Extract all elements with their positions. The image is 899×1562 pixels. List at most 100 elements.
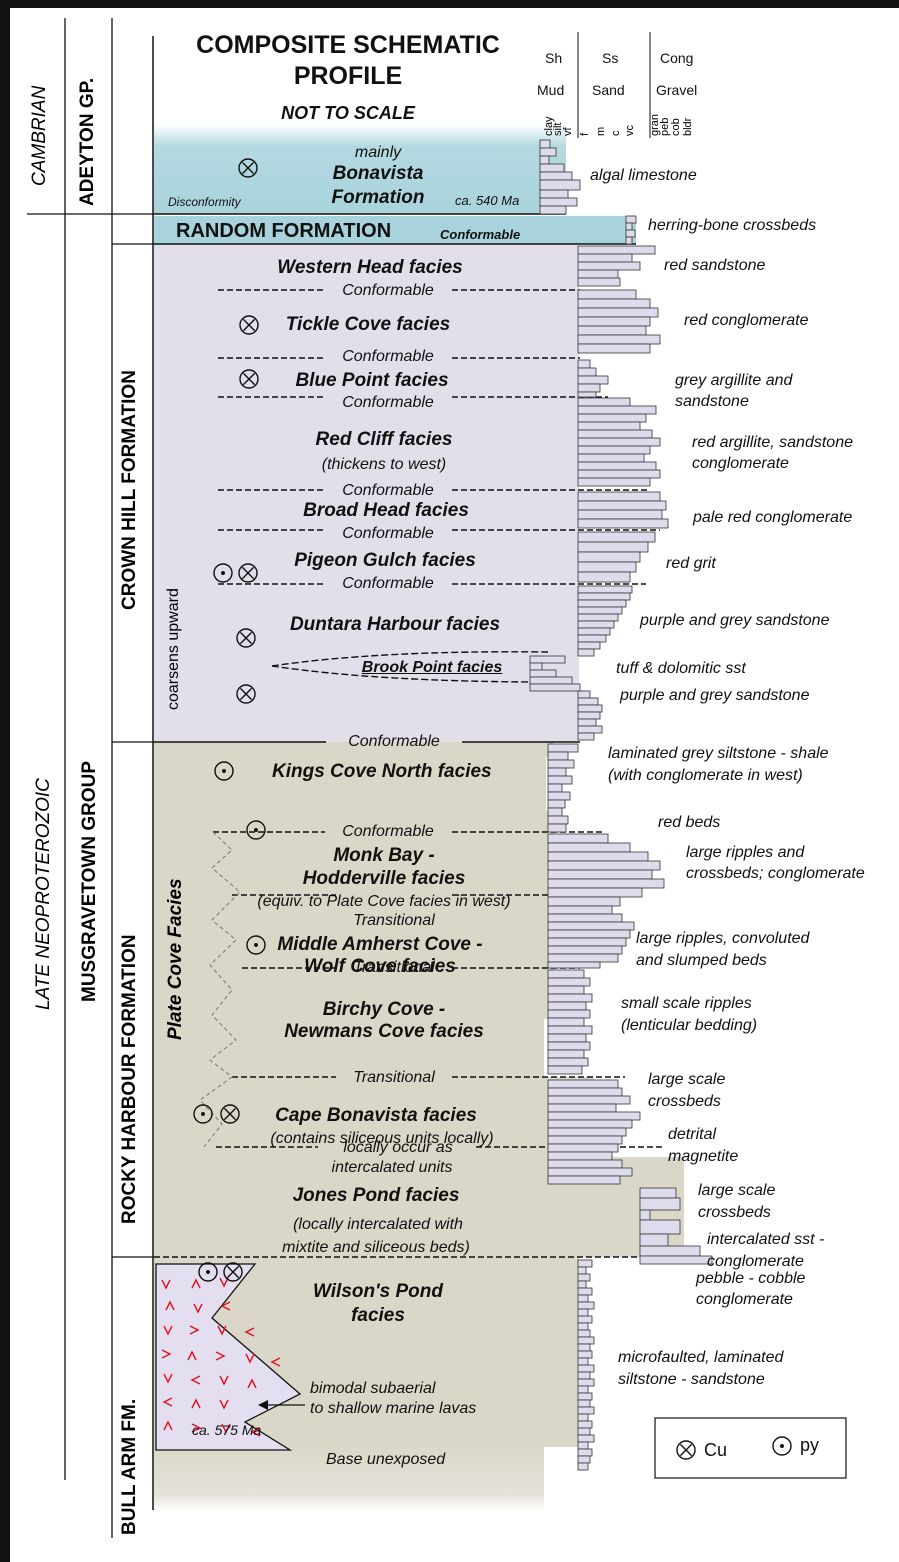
lithology-bed [577, 1357, 589, 1366]
lithology-bed [577, 518, 669, 529]
lithology-bed [625, 236, 633, 245]
bull-arm-age: ca. 575 Ma [192, 1422, 262, 1438]
note-lam-1: laminated grey siltstone - shale [608, 745, 829, 762]
lithology-bed [577, 1378, 595, 1387]
rocky-harbour-label: ROCKY HARBOUR FORMATION [119, 934, 140, 1224]
rocky-harbour-fill-4 [154, 1019, 544, 1077]
lithology-bed [625, 215, 637, 224]
lithology-bed [547, 1041, 591, 1051]
lithology-bed [577, 307, 659, 318]
lithology-bed [539, 171, 573, 181]
lithology-bed [577, 1308, 589, 1317]
bonavista-fill [154, 124, 566, 214]
tick-cob: cob [670, 118, 682, 136]
lithology-bed [577, 343, 651, 354]
lithology-bed [577, 491, 661, 502]
pyrite-symbol-icon [214, 761, 234, 781]
lithology-bed [577, 1350, 593, 1359]
crown-hill-label: CROWN HILL FORMATION [119, 370, 140, 610]
note-pale-red: pale red conglomerate [693, 509, 853, 526]
lithology-bed [577, 541, 649, 553]
lithology-bed [577, 421, 641, 431]
note-detrital-1: detrital [668, 1126, 717, 1143]
lithology-bed [547, 815, 569, 825]
lithology-bed [577, 599, 627, 608]
lithology-bed [577, 245, 656, 255]
lithology-bed [577, 606, 623, 615]
note-grey-arg-1: grey argillite and [675, 372, 793, 389]
cong-label: Cong [660, 50, 694, 66]
lithology-bed [547, 1119, 633, 1129]
lithology-bed [577, 445, 651, 455]
duntara-harbour: Duntara Harbour facies [289, 614, 501, 635]
lithology-bed [577, 571, 631, 583]
random-formation: RANDOM FORMATION [176, 220, 392, 242]
lithology-bed [577, 1406, 595, 1415]
lithology-bed [639, 1255, 713, 1265]
lithology-bed [577, 413, 647, 423]
note-red-grit: red grit [666, 555, 716, 572]
lithology-bed [547, 743, 579, 753]
kings-cove-north: Kings Cove North facies [272, 761, 492, 782]
lithology-bed [529, 655, 566, 664]
copper-symbol-icon [220, 1104, 240, 1124]
legend-cu-label: Cu [704, 1440, 728, 1460]
note-red-arg-2: conglomerate [692, 455, 789, 472]
monk-bay-line2: Hodderville facies [302, 868, 466, 889]
note-red-cgl: red conglomerate [684, 312, 809, 329]
lithology-bed [539, 197, 578, 207]
lithology-bed [577, 1427, 591, 1436]
lithology-bed [639, 1245, 701, 1257]
lithology-bed [577, 1441, 589, 1450]
lithology-bed [577, 397, 631, 407]
note-microf-2: siltstone - sandstone [618, 1371, 765, 1388]
lithology-bed [577, 367, 597, 377]
lithology-bed [547, 878, 665, 889]
lithology-bed [577, 383, 601, 393]
note-algal: algal limestone [590, 167, 697, 184]
lithology-bed [547, 851, 649, 862]
rocky-harbour-fill [154, 742, 554, 757]
contact-3: Conformable [342, 394, 434, 411]
lithology-bed [547, 887, 643, 898]
contact-4: Conformable [342, 482, 434, 499]
lithology-bed [547, 775, 573, 785]
lithology-bed [539, 179, 581, 191]
lithology-bed [539, 189, 569, 199]
note-pebble-2: conglomerate [696, 1291, 793, 1308]
lithology-bed [547, 783, 563, 793]
lithology-bed [577, 531, 656, 543]
jones-pond: Jones Pond facies [292, 1185, 460, 1206]
lithology-bed [577, 613, 619, 622]
gravel-label: Gravel [656, 82, 698, 98]
lithology-bed [577, 1413, 589, 1422]
lithology-bed [577, 509, 663, 520]
lithology-bed [577, 289, 637, 300]
lithology-bed [547, 751, 569, 761]
lithology-bed [577, 1343, 591, 1352]
lithology-bed [547, 1135, 623, 1145]
lithology-bed [577, 334, 661, 345]
cape-bonavista-note: (contains siliceous units locally) [270, 1130, 494, 1147]
lithology-bed [577, 298, 651, 309]
lithology-bed [625, 229, 636, 238]
late-neoproterozoic-label: LATE NEOPROTEROZOIC [33, 778, 54, 1010]
lithology-bed [577, 1434, 595, 1443]
lithology-bed [577, 477, 651, 487]
red-cliff-note: (thickens to west) [321, 456, 447, 473]
pigeon-gulch: Pigeon Gulch facies [294, 550, 476, 571]
lithology-bed [625, 222, 633, 231]
brook-point-lens [271, 651, 549, 683]
lithology-bed [547, 945, 623, 955]
plate-cove-label: Plate Cove Facies [165, 878, 186, 1040]
lithology-bed [547, 929, 631, 939]
lithology-bed [547, 985, 585, 995]
lithology-bed [577, 325, 647, 336]
lithology-bed [577, 648, 595, 657]
tickle-cove: Tickle Cove facies [285, 314, 451, 335]
lithology-bed [639, 1197, 681, 1211]
lithology-bed [547, 767, 567, 777]
tick-c: c [610, 130, 622, 137]
lithology-bed [577, 1385, 589, 1394]
